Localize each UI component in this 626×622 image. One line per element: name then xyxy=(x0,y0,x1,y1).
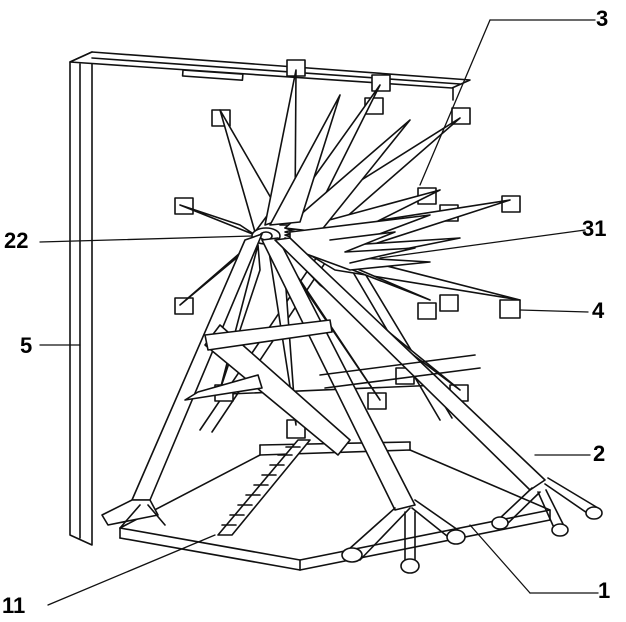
leader-1 xyxy=(470,525,530,593)
callout-3: 3 xyxy=(596,8,608,30)
callout-31: 31 xyxy=(582,218,606,240)
callout-4: 4 xyxy=(592,300,604,322)
callout-2: 2 xyxy=(593,443,605,465)
leader-11 xyxy=(48,535,215,605)
callout-1: 1 xyxy=(598,580,610,602)
base-platform xyxy=(120,442,550,570)
callout-11: 11 xyxy=(2,595,25,617)
leader-4 xyxy=(520,310,588,312)
callout-5: 5 xyxy=(20,335,32,357)
callout-22: 22 xyxy=(4,230,28,252)
